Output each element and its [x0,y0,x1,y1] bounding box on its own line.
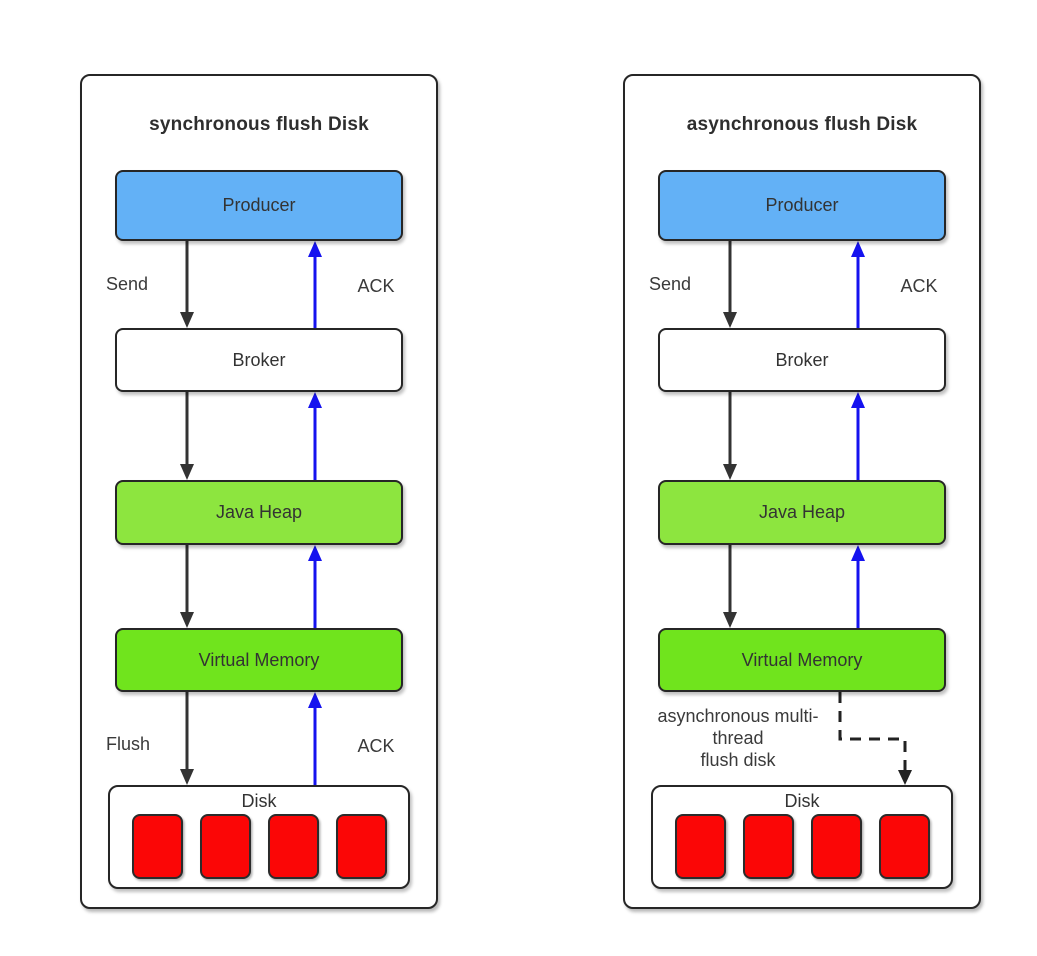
ack-arrow-vm [308,545,322,628]
broker-box: Broker [115,328,403,392]
producer-box: Producer [658,170,946,241]
flush-arrow [180,692,194,785]
disk-platter [674,814,726,879]
disk-platter [335,814,387,879]
virtual-memory-box: Virtual Memory [658,628,946,692]
flush-label: Flush [106,734,151,754]
disk-box: Disk [108,785,410,889]
sync-flush-panel: synchronous flush Disk [80,74,438,909]
broker-to-javaheap-arrow [180,392,194,480]
virtual-memory-box: Virtual Memory [115,628,403,692]
async-flush-note-line: asynchronous multi- [657,706,819,726]
disk-label: Disk [241,791,277,811]
disk-platter [199,814,251,879]
disk-platter [878,814,930,879]
broker-to-javaheap-arrow [723,392,737,480]
disk-platter [131,814,183,879]
ack-arrow-vm [851,545,865,628]
disk-platter [810,814,862,879]
disk-box: Disk [651,785,953,889]
ack-arrow-producer [851,241,865,328]
disk-platter-row [674,814,930,879]
send-label: Send [649,274,692,294]
disk-platter-row [131,814,387,879]
async-flush-note-line: thread [712,728,764,748]
async-flush-note-line: flush disk [700,750,776,770]
ack-arrow-disk [308,692,322,785]
send-arrow [180,241,194,328]
javaheap-to-vm-arrow [180,545,194,628]
async-flush-dashed-arrow [838,692,912,785]
java-heap-box: Java Heap [115,480,403,545]
ack-arrow-javaheap [851,392,865,480]
ack-label-top: ACK [900,276,938,296]
javaheap-to-vm-arrow [723,545,737,628]
send-arrow [723,241,737,328]
ack-arrow-javaheap [308,392,322,480]
panel-title: synchronous flush Disk [149,114,369,135]
ack-arrow-producer [308,241,322,328]
disk-label: Disk [784,791,820,811]
broker-box: Broker [658,328,946,392]
disk-platter [267,814,319,879]
ack-label-bottom: ACK [357,736,395,756]
disk-platter [742,814,794,879]
java-heap-box: Java Heap [658,480,946,545]
ack-label-top: ACK [357,276,395,296]
async-flush-note: asynchronous multi- thread flush disk [631,705,845,771]
async-flush-panel: asynchronous flush Disk [623,74,981,909]
producer-box: Producer [115,170,403,241]
panel-title: asynchronous flush Disk [686,114,918,135]
send-label: Send [106,274,149,294]
